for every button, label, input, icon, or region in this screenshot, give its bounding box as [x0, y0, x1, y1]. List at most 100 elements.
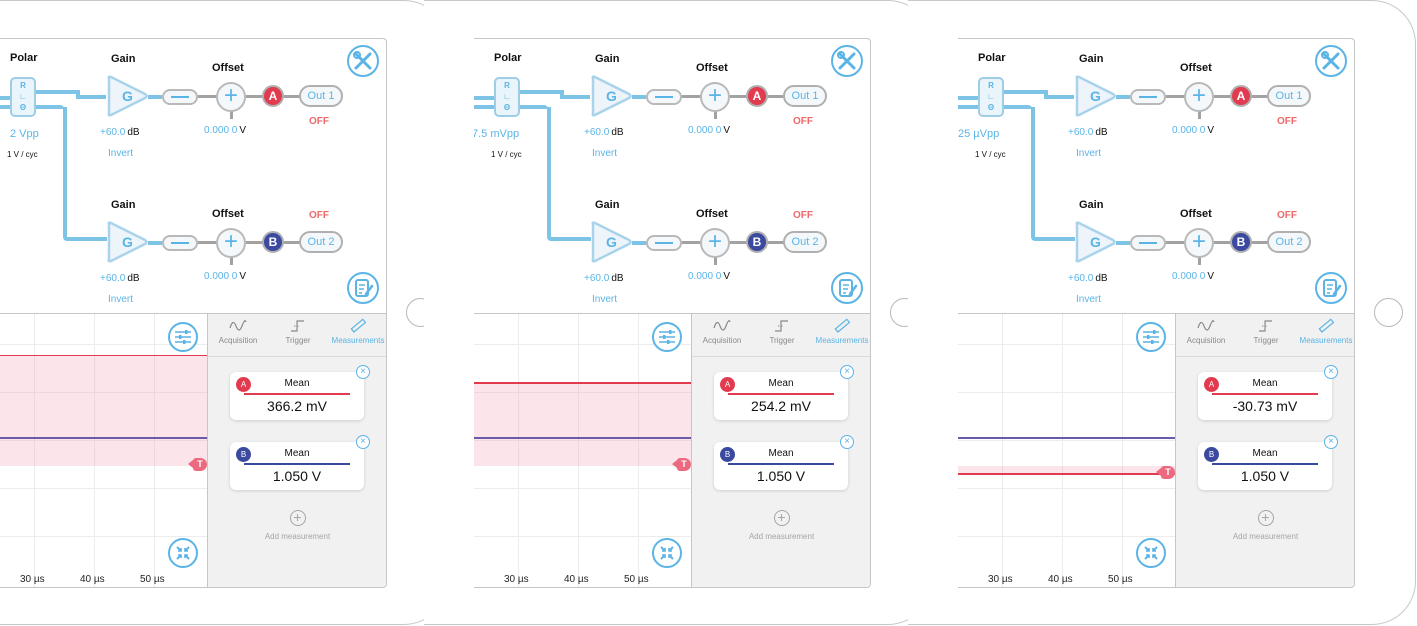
output-2-button[interactable]: Out 2: [299, 231, 343, 253]
settings-tools-button[interactable]: [831, 45, 863, 77]
oscilloscope-plot[interactable]: T 30 µs 40 µs 50 µs: [474, 313, 692, 587]
channel-a-badge[interactable]: A: [1230, 85, 1252, 107]
tab-trigger[interactable]: Trigger: [1236, 318, 1296, 345]
measurement-card[interactable]: A Mean -30.73 mV ×: [1198, 365, 1338, 420]
invert-toggle-1[interactable]: Invert: [1076, 148, 1102, 159]
measurement-card[interactable]: B Mean 1.050 V ×: [714, 435, 854, 490]
scope-settings-button[interactable]: [652, 322, 682, 352]
measurement-card[interactable]: A Mean 254.2 mV ×: [714, 365, 854, 420]
offset-sum-2[interactable]: +: [216, 228, 246, 258]
trigger-marker[interactable]: T: [1156, 466, 1175, 480]
offset-sum-1[interactable]: +: [700, 82, 730, 112]
measurement-card[interactable]: B Mean 1.050 V ×: [230, 435, 370, 490]
add-measurement-button[interactable]: + Add measurement: [692, 510, 870, 541]
oscilloscope-plot[interactable]: T 30 µs 40 µs 50 µs: [958, 313, 1176, 587]
remove-measurement-button[interactable]: ×: [356, 435, 370, 449]
invert-toggle-1[interactable]: Invert: [108, 148, 134, 159]
offset-sum-1[interactable]: +: [216, 82, 246, 112]
notes-button[interactable]: [831, 272, 863, 304]
invert-toggle-2[interactable]: Invert: [592, 294, 618, 305]
polar-range[interactable]: 7.5 mVpp: [474, 128, 520, 140]
output-1-button[interactable]: Out 1: [299, 85, 343, 107]
output-2-button[interactable]: Out 2: [783, 231, 827, 253]
channel-b-badge[interactable]: B: [746, 231, 768, 253]
add-measurement-button[interactable]: + Add measurement: [208, 510, 386, 541]
offset-sum-1[interactable]: +: [1184, 82, 1214, 112]
invert-toggle-1[interactable]: Invert: [592, 148, 618, 159]
remove-measurement-button[interactable]: ×: [356, 365, 370, 379]
minus-block-2[interactable]: [646, 235, 682, 251]
minus-block-1[interactable]: [646, 89, 682, 105]
scope-settings-button[interactable]: [168, 322, 198, 352]
notes-button[interactable]: [347, 272, 379, 304]
polar-rate[interactable]: 1 V / cyc: [491, 150, 522, 159]
gain-amp-1[interactable]: G: [1073, 74, 1117, 118]
channel-a-badge[interactable]: A: [746, 85, 768, 107]
gain-amp-2[interactable]: G: [589, 220, 633, 264]
minus-block-1[interactable]: [1130, 89, 1166, 105]
tab-measurements[interactable]: Measurements: [328, 318, 386, 345]
output-1-button[interactable]: Out 1: [783, 85, 827, 107]
polar-range[interactable]: 2 Vpp: [10, 128, 39, 140]
remove-measurement-button[interactable]: ×: [840, 435, 854, 449]
gain-amp-2[interactable]: G: [1073, 220, 1117, 264]
measurement-card[interactable]: B Mean 1.050 V ×: [1198, 435, 1338, 490]
fullscreen-button[interactable]: [168, 538, 198, 568]
output-1-button[interactable]: Out 1: [1267, 85, 1311, 107]
tab-acquisition[interactable]: Acquisition: [692, 318, 752, 345]
oscilloscope-plot[interactable]: T 30 µs 40 µs 50 µs: [0, 313, 208, 587]
remove-measurement-button[interactable]: ×: [840, 365, 854, 379]
settings-tools-button[interactable]: [347, 45, 379, 77]
polar-block[interactable]: R ∟ Θ: [494, 77, 520, 117]
remove-measurement-button[interactable]: ×: [1324, 435, 1338, 449]
gain-amp-2[interactable]: G: [105, 220, 149, 264]
invert-toggle-2[interactable]: Invert: [108, 294, 134, 305]
tab-acquisition[interactable]: Acquisition: [1176, 318, 1236, 345]
polar-rate[interactable]: 1 V / cyc: [975, 150, 1006, 159]
polar-block[interactable]: R ∟ Θ: [10, 77, 36, 117]
remove-measurement-button[interactable]: ×: [1324, 365, 1338, 379]
measurement-card[interactable]: A Mean 366.2 mV ×: [230, 365, 370, 420]
invert-toggle-2[interactable]: Invert: [1076, 294, 1102, 305]
fullscreen-button[interactable]: [1136, 538, 1166, 568]
output-2-button[interactable]: Out 2: [1267, 231, 1311, 253]
minus-block-2[interactable]: [1130, 235, 1166, 251]
gain-amp-1[interactable]: G: [105, 74, 149, 118]
add-measurement-button[interactable]: + Add measurement: [1176, 510, 1354, 541]
offset-sum-2[interactable]: +: [1184, 228, 1214, 258]
settings-tools-button[interactable]: [1315, 45, 1347, 77]
minus-block-2[interactable]: [162, 235, 198, 251]
tab-trigger[interactable]: Trigger: [752, 318, 812, 345]
trigger-marker[interactable]: T: [672, 457, 691, 471]
tab-acquisition[interactable]: Acquisition: [208, 318, 268, 345]
channel-b-badge[interactable]: B: [262, 231, 284, 253]
fullscreen-button[interactable]: [652, 538, 682, 568]
channel-b-badge[interactable]: B: [1230, 231, 1252, 253]
polar-block[interactable]: R ∟ Θ: [978, 77, 1004, 117]
scope-settings-button[interactable]: [1136, 322, 1166, 352]
polar-range[interactable]: 25 µVpp: [958, 128, 1000, 140]
notes-button[interactable]: [1315, 272, 1347, 304]
tab-measurements[interactable]: Measurements: [812, 318, 870, 345]
offset-sum-2[interactable]: +: [700, 228, 730, 258]
gain-amp-1[interactable]: G: [589, 74, 633, 118]
minus-block-1[interactable]: [162, 89, 198, 105]
home-button[interactable]: [1374, 298, 1403, 327]
tab-measurements[interactable]: Measurements: [1296, 318, 1354, 345]
polar-rate[interactable]: 1 V / cyc: [7, 150, 38, 159]
tab-trigger[interactable]: Trigger: [268, 318, 328, 345]
channel-a-badge[interactable]: A: [262, 85, 284, 107]
trigger-marker[interactable]: T: [188, 457, 207, 471]
